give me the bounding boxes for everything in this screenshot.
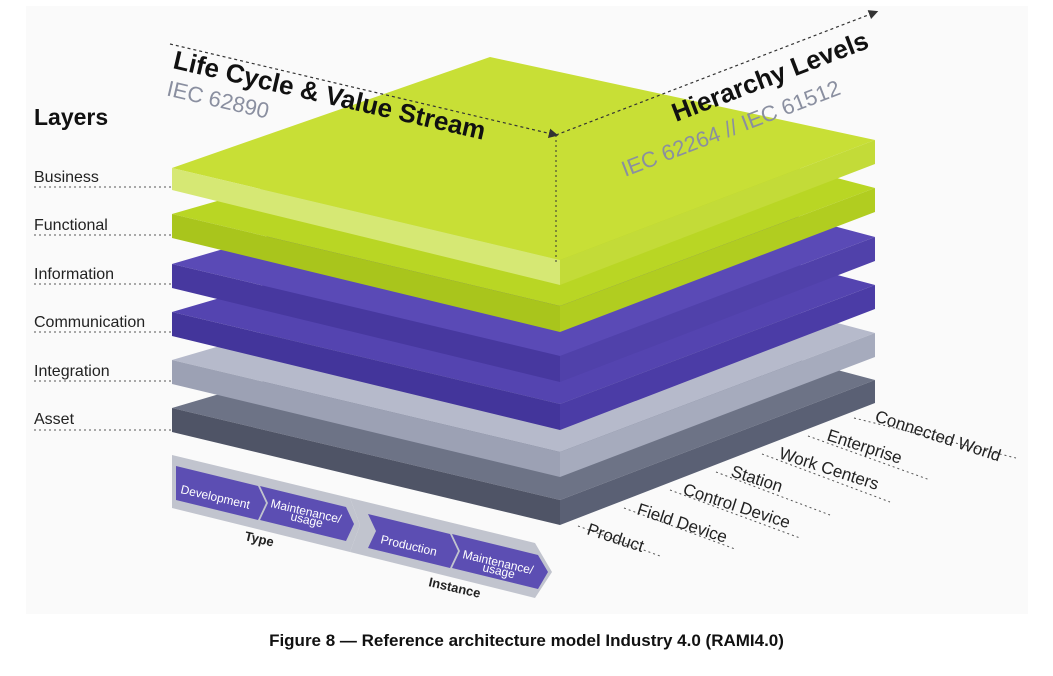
layer-label-integration: Integration (34, 363, 110, 380)
life-cycle-bars (172, 455, 552, 598)
level-product: Product (585, 520, 647, 556)
chevron-type-maintenance (260, 486, 354, 541)
layer-label-communication: Communication (34, 314, 145, 331)
chevron-production (368, 514, 458, 568)
chevron-development (176, 466, 266, 520)
level-station: Station (729, 462, 785, 496)
chevron-instance-maintenance (452, 534, 548, 589)
layer-guides (34, 186, 172, 431)
layer-label-functional: Functional (34, 217, 108, 234)
figure-caption: Figure 8 — Reference architecture model … (269, 631, 784, 650)
life-cycle-axis (169, 43, 559, 139)
layers-title: Layers (34, 104, 108, 130)
hierarchy-guides (577, 417, 1017, 557)
layer-label-business: Business (34, 169, 99, 186)
type-label: Type (243, 528, 275, 549)
layer-label-information: Information (34, 266, 114, 283)
layer-label-asset: Asset (34, 411, 75, 428)
business-slab (172, 57, 875, 285)
